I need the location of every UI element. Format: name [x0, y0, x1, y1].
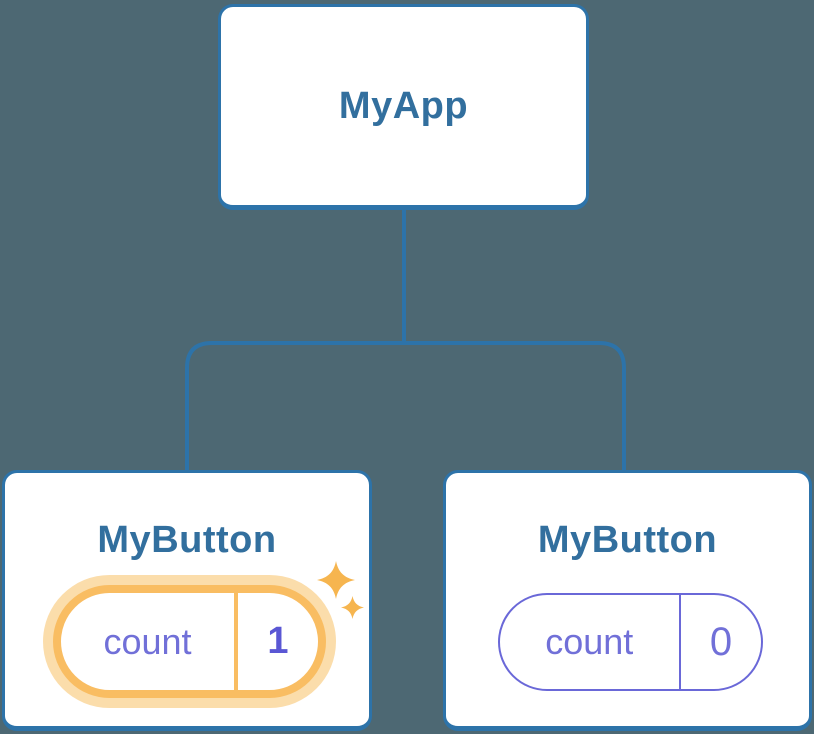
state-pill: count 0	[498, 593, 763, 691]
sparkle-icon	[317, 561, 355, 599]
state-label: count	[103, 620, 192, 662]
state-value: 1	[267, 620, 289, 662]
state-value: 0	[709, 619, 733, 664]
state-label: count	[545, 621, 634, 662]
state-pill-highlighted: count 1	[53, 585, 326, 698]
node-title: MyApp	[338, 84, 469, 127]
node-title: MyButton	[537, 519, 718, 561]
sparkle-icon	[341, 596, 364, 619]
pill-divider	[234, 593, 238, 690]
pill-divider	[678, 595, 681, 689]
component-node-myapp: MyApp	[218, 4, 589, 210]
component-node-mybutton-left: MyButton count 1	[2, 470, 372, 731]
component-node-mybutton-right: MyButton count 0	[443, 470, 812, 731]
node-title: MyButton	[97, 519, 277, 561]
connector-bracket	[185, 341, 626, 470]
